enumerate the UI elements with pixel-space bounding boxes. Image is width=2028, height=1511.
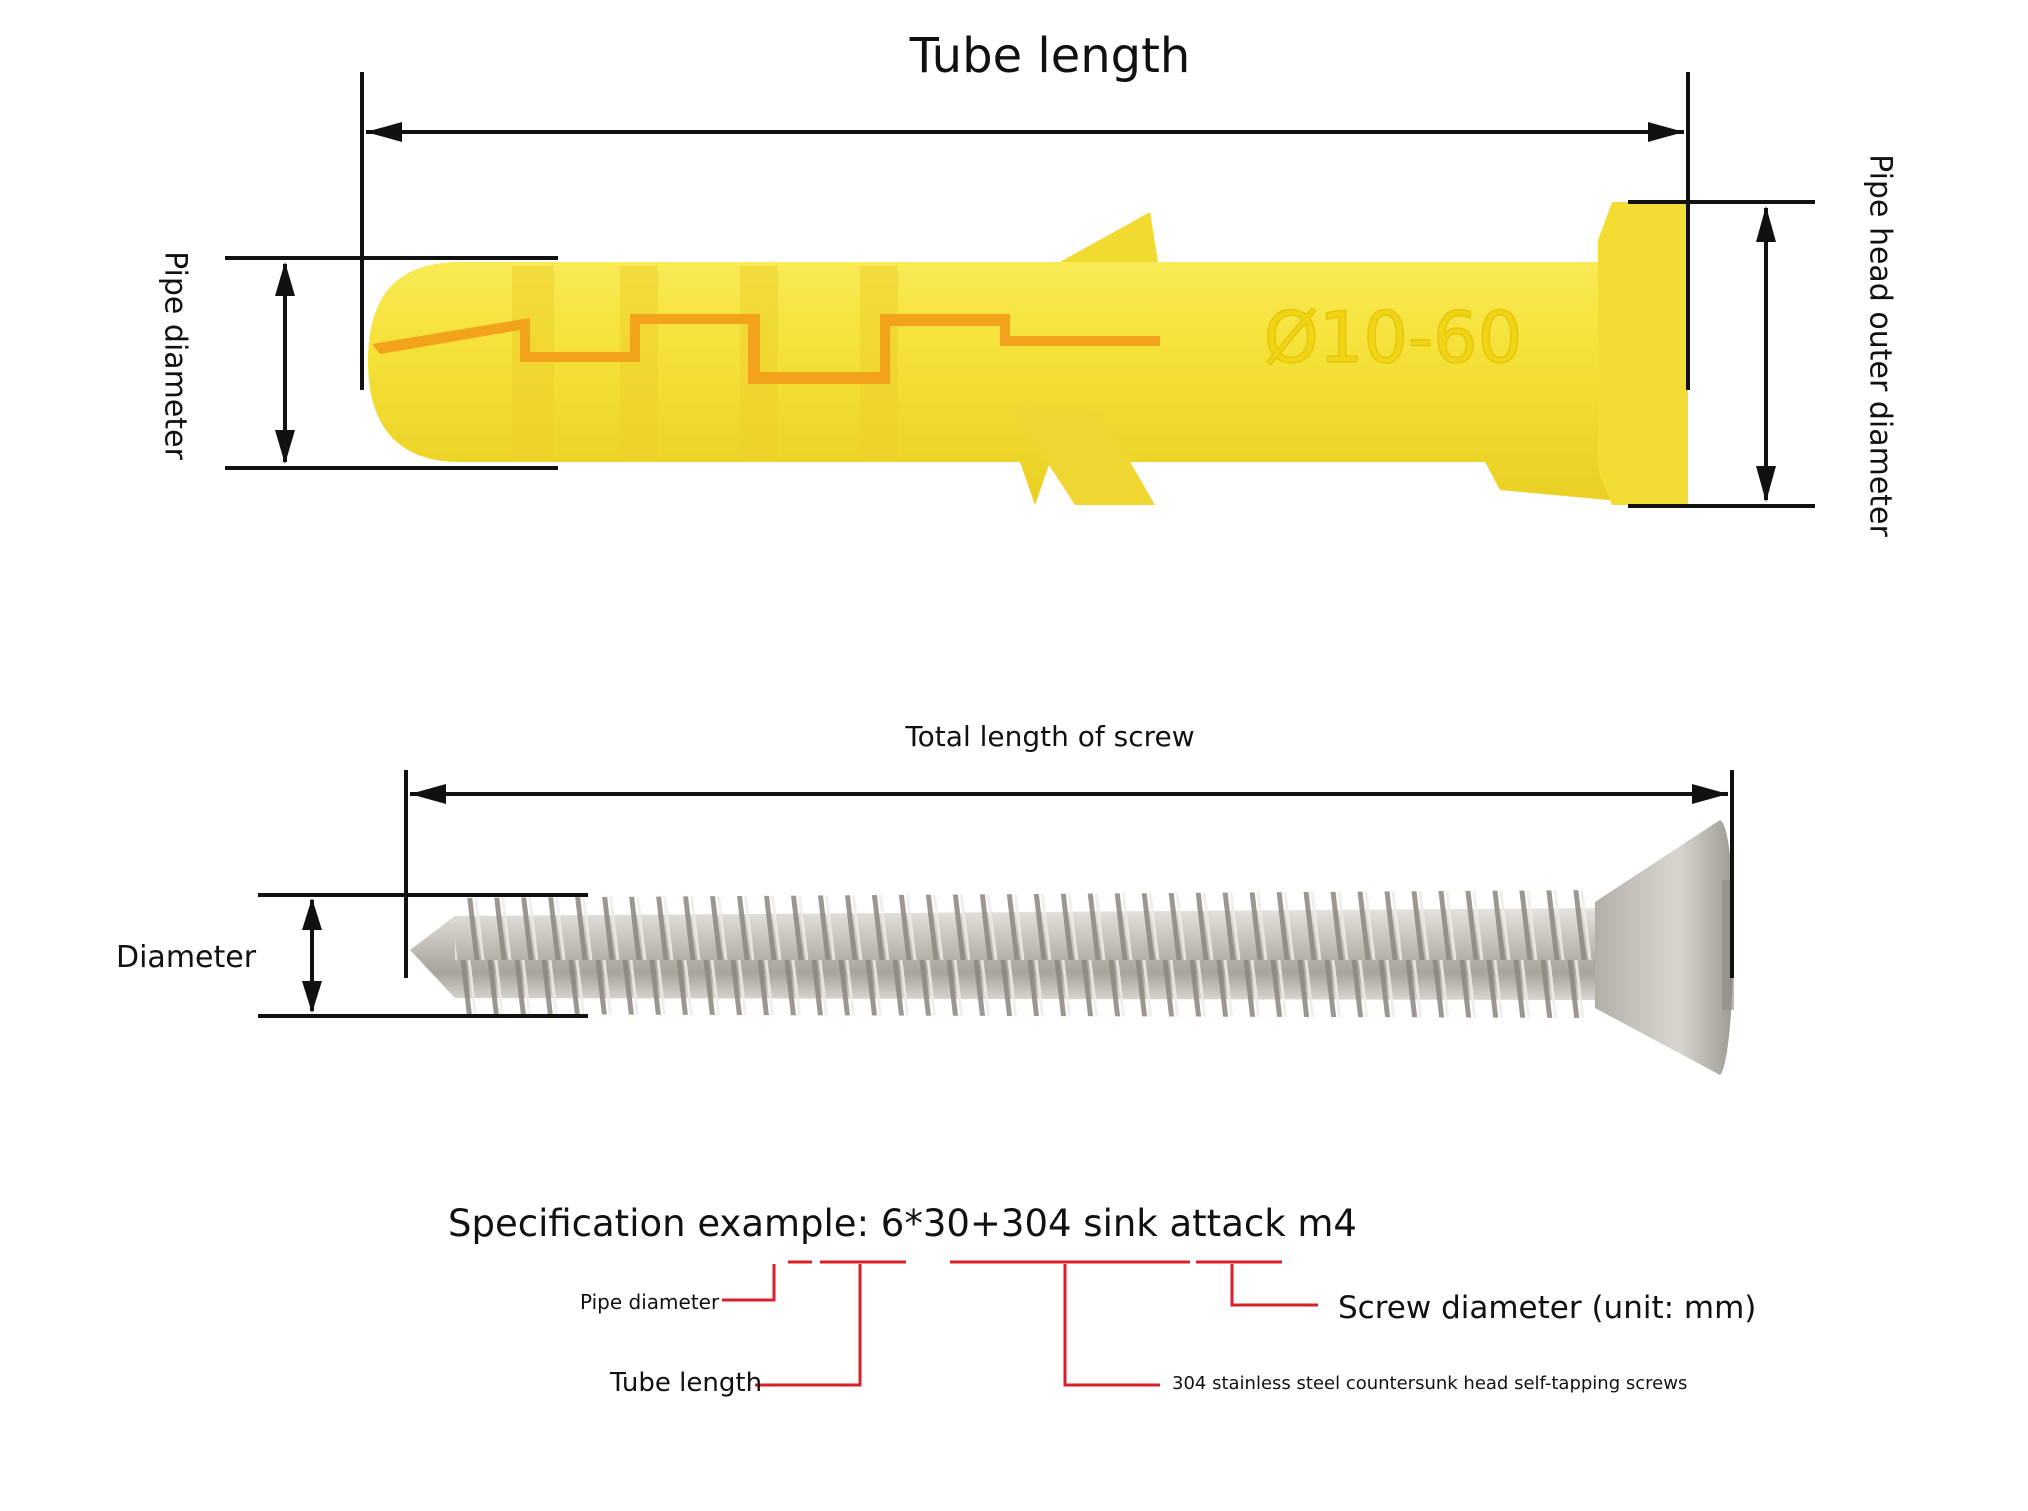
leader-screw xyxy=(1230,1264,1318,1307)
anchor-stamp: Ø10-60 xyxy=(1264,297,1523,379)
callout-screw-diameter: Screw diameter (unit: mm) xyxy=(1338,1290,1757,1326)
tube-length-title: Tube length xyxy=(909,28,1191,84)
head-outer-diameter-label: Pipe head outer diameter xyxy=(1862,154,1898,537)
spec-example-text: Specification example: 6*30+304 sink att… xyxy=(448,1202,1357,1245)
screw-diameter-label: Diameter xyxy=(116,940,257,975)
head-outer-diameter-dimension xyxy=(1628,200,1815,508)
callout-tube-length: Tube length xyxy=(610,1368,763,1398)
anchor-head xyxy=(1598,202,1688,505)
anchor-body xyxy=(368,208,1690,507)
tube-length-dimension xyxy=(360,72,1690,390)
leader-tube xyxy=(755,1264,862,1387)
pipe-diameter-dimension xyxy=(225,256,558,470)
leader-stainless xyxy=(1063,1264,1160,1387)
leader-pipe xyxy=(722,1264,776,1302)
screw-diameter-dimension xyxy=(258,893,588,1018)
pipe-diameter-label: Pipe diameter xyxy=(157,251,193,460)
total-screw-length-label: Total length of screw xyxy=(905,720,1195,753)
callout-stainless-screws: 304 stainless steel countersunk head sel… xyxy=(1172,1373,1688,1394)
anchor-fin-bottom xyxy=(1010,405,1155,505)
spec-callout-lines xyxy=(722,1260,1318,1387)
screw-threads xyxy=(455,890,1600,1018)
wall-anchor: Ø10-60 xyxy=(368,202,1690,507)
anchor-fin-top xyxy=(1060,212,1158,262)
screw xyxy=(410,820,1734,1075)
anchor-rib-4 xyxy=(860,266,898,458)
screw-head xyxy=(1595,820,1734,1075)
anchor-slot xyxy=(372,314,1160,384)
callout-pipe-diameter: Pipe diameter xyxy=(580,1290,720,1314)
screw-length-dimension xyxy=(404,770,1734,978)
